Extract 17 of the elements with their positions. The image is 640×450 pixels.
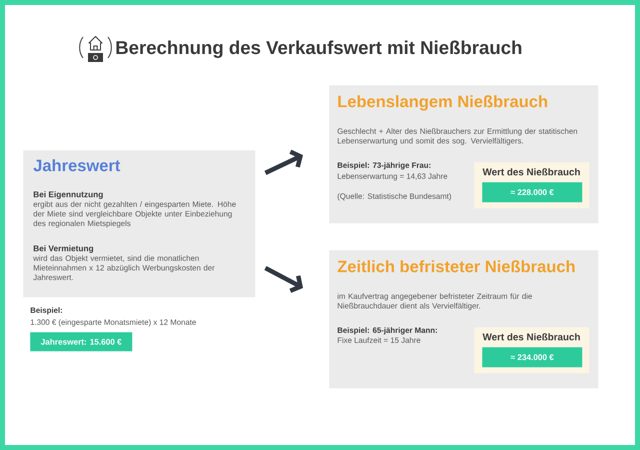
info-panel [329,250,598,388]
value-card [474,327,590,374]
arrow [264,266,304,293]
result-box: ≈ 228.000 € [482,182,582,202]
subheading: Bei Vermietung [34,245,94,253]
arrow [264,150,303,175]
card-title: Wert des Nießbrauch [482,168,580,176]
result-box: Jahreswert: 15.600 € [30,332,132,352]
result-box: ≈ 234.000 € [482,347,582,368]
info-panel [329,85,598,224]
heading: Zeitlich befristeter Nießbrauch [338,260,575,272]
heading: Lebenslangem Nießbrauch [338,95,548,111]
title: Berechnung des Verkaufswert mit Nießbrauch [116,40,522,58]
subheading: Bei Eigennutzung [34,191,103,199]
value-card [474,162,590,208]
card-title: Wert des Nießbrauch [482,333,580,340]
heading: Jahreswert [33,159,120,172]
